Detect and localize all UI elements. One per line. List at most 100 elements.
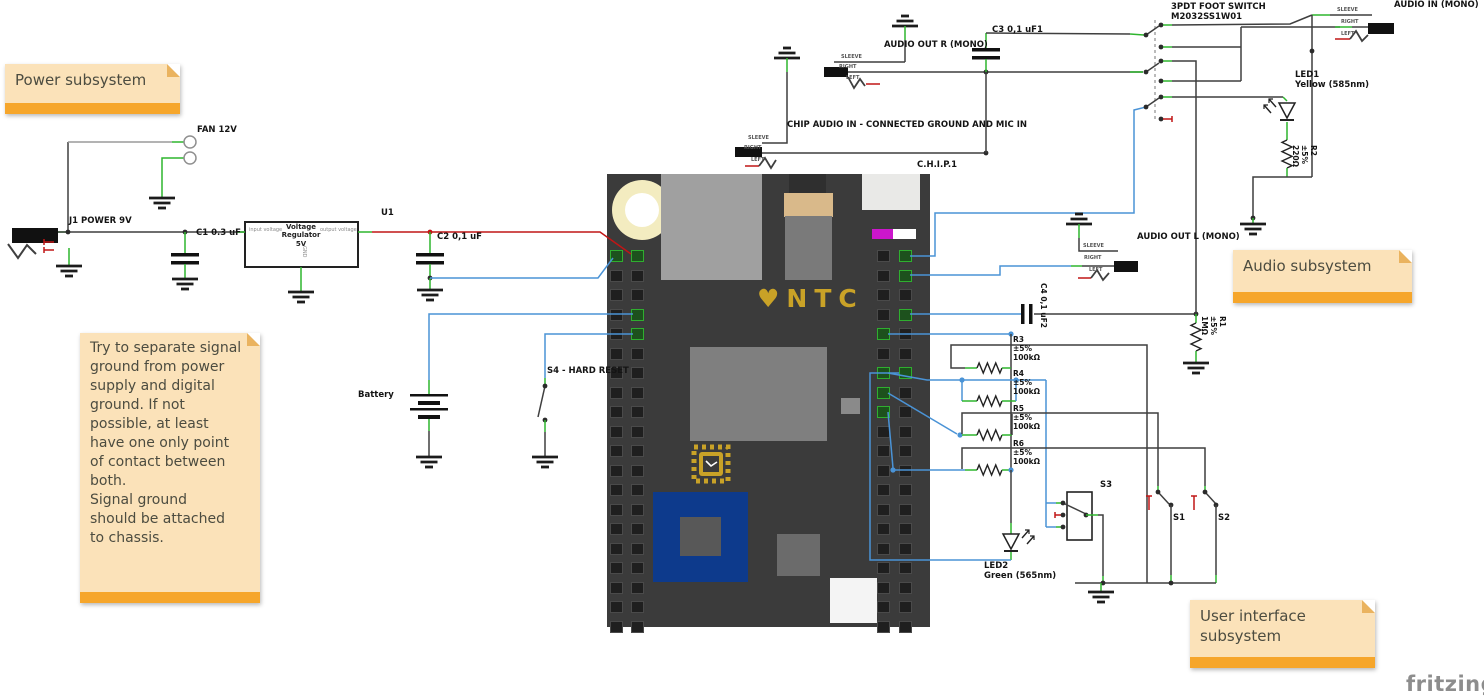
board-pin[interactable] [899, 425, 912, 438]
board-pin[interactable] [610, 464, 623, 477]
board-pin[interactable] [610, 250, 623, 262]
wire-s4[interactable] [544, 333, 633, 378]
board-pin[interactable] [877, 386, 890, 399]
wire[interactable] [1098, 514, 1104, 576]
wire-5v[interactable] [372, 231, 632, 255]
audio-out-r-jack-body[interactable] [824, 67, 848, 77]
board-pin[interactable] [610, 503, 623, 516]
capacitor-c4[interactable] [1021, 304, 1033, 324]
s3-body[interactable] [1066, 491, 1093, 541]
audio-in-jack-body[interactable] [1368, 23, 1394, 34]
ground-symbol[interactable] [149, 196, 175, 210]
board-pin[interactable] [610, 523, 623, 535]
note-ground-advice[interactable]: Try to separate signal ground from power… [80, 333, 260, 603]
ground-symbol[interactable] [1183, 361, 1209, 375]
ground-symbol[interactable] [288, 290, 314, 304]
s3-lever[interactable] [1062, 502, 1087, 515]
board-pin[interactable] [610, 581, 623, 594]
board-pin[interactable] [631, 250, 644, 262]
chip-audio-in-jack-body[interactable] [735, 147, 762, 157]
board-pin[interactable] [631, 601, 644, 613]
board-pin[interactable] [899, 347, 912, 360]
wire[interactable] [1078, 238, 1118, 252]
board-pin[interactable] [877, 503, 890, 516]
wire[interactable] [961, 447, 1206, 486]
board-pin[interactable] [877, 308, 890, 321]
board-pin[interactable] [899, 523, 912, 535]
battery-symbol[interactable] [410, 394, 448, 419]
wire-r4[interactable] [887, 372, 1046, 381]
board-pin[interactable] [631, 503, 644, 516]
ground-symbol[interactable] [1240, 222, 1266, 236]
audio-out-l-jack-body[interactable] [1114, 261, 1138, 272]
board-pin[interactable] [610, 386, 623, 399]
board-pin[interactable] [877, 542, 890, 555]
capacitor-c3[interactable] [972, 48, 1000, 60]
led2[interactable] [1001, 529, 1035, 552]
board-pin[interactable] [610, 562, 623, 574]
board-pin[interactable] [631, 425, 644, 438]
board-pin[interactable] [899, 581, 912, 594]
ground-symbol[interactable] [532, 455, 558, 469]
board-pin[interactable] [877, 289, 890, 301]
ground-symbol[interactable] [892, 14, 918, 28]
board-pin[interactable] [631, 620, 644, 633]
note-bar[interactable] [5, 103, 180, 114]
wire[interactable] [961, 412, 1159, 486]
board-pin[interactable] [610, 289, 623, 301]
wire[interactable] [758, 156, 777, 170]
wire-r5[interactable] [887, 392, 958, 435]
wire-battery[interactable] [428, 313, 633, 380]
wire[interactable] [1090, 268, 1110, 282]
board-pin[interactable] [610, 542, 623, 555]
resistor-r4[interactable] [976, 394, 1003, 408]
board-pin[interactable] [899, 542, 912, 555]
resistor-r6[interactable] [976, 463, 1003, 477]
s1-lever[interactable] [1157, 491, 1170, 505]
fan-pin-2[interactable] [183, 151, 197, 165]
board-pin[interactable] [899, 620, 912, 633]
led1[interactable] [1263, 98, 1297, 121]
board-pin[interactable] [899, 386, 912, 399]
board-pin[interactable] [631, 347, 644, 360]
chip-icon-die[interactable] [703, 456, 719, 472]
footswitch-pole3[interactable] [1145, 97, 1160, 108]
resistor-r1[interactable] [1189, 322, 1203, 352]
wire-led2[interactable] [869, 372, 1011, 561]
board-pin[interactable] [877, 620, 890, 633]
wire-footswitch-pole3[interactable] [910, 106, 1147, 257]
wire[interactable] [950, 344, 1148, 583]
note-bar[interactable] [1233, 292, 1412, 303]
wire-r6[interactable] [887, 411, 894, 469]
j1-plug-symbol[interactable] [7, 243, 37, 260]
fan-pin-1[interactable] [183, 135, 197, 149]
ground-symbol[interactable] [417, 288, 443, 302]
wire-audio-out-l[interactable] [910, 265, 1071, 276]
wire[interactable] [1349, 29, 1369, 43]
board-pin[interactable] [899, 484, 912, 496]
ground-symbol[interactable] [1066, 212, 1092, 226]
board-pin[interactable] [610, 620, 623, 633]
board-pin[interactable] [877, 347, 890, 360]
board-pin[interactable] [877, 601, 890, 613]
j1-power-jack-body[interactable] [12, 228, 58, 243]
board-pin[interactable] [899, 503, 912, 516]
voltage-regulator-body[interactable] [244, 221, 359, 268]
board-pin[interactable] [631, 464, 644, 477]
wire[interactable] [430, 257, 614, 279]
resistor-r3[interactable] [976, 361, 1003, 375]
wire[interactable] [1252, 176, 1312, 218]
wire[interactable] [1171, 14, 1313, 26]
resistor-r5[interactable] [976, 428, 1003, 442]
board-pin[interactable] [610, 347, 623, 360]
s4-lever[interactable] [537, 385, 546, 418]
board-pin[interactable] [877, 562, 890, 574]
board-pin[interactable] [610, 269, 623, 282]
wire[interactable] [847, 76, 866, 90]
board-pin[interactable] [631, 367, 644, 379]
note-power-subsystem[interactable]: Power subsystem [5, 64, 180, 114]
board-pin[interactable] [899, 445, 912, 457]
board-pin[interactable] [877, 484, 890, 496]
board-pin[interactable] [877, 581, 890, 594]
